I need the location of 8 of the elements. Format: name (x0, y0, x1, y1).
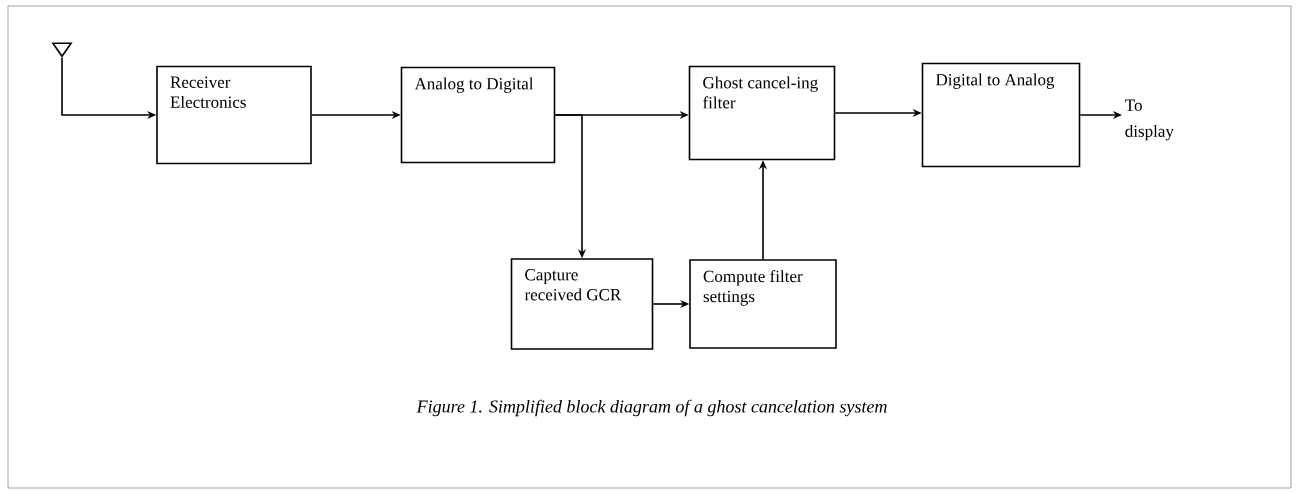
process-box: Receiver Electronics (156, 65, 312, 165)
output-label: To display (1125, 99, 1174, 141)
process-box: Ghost cancel-ing filter (688, 65, 836, 161)
process-box: Capture received GCR (510, 258, 654, 350)
process-box: Analog to Digital (400, 66, 556, 164)
process-box: Compute filter settings (689, 259, 837, 349)
process-box: Digital to Analog (921, 62, 1081, 168)
caption: Figure 1. Simplified block diagram of a ghost cancelation system (416, 399, 887, 417)
